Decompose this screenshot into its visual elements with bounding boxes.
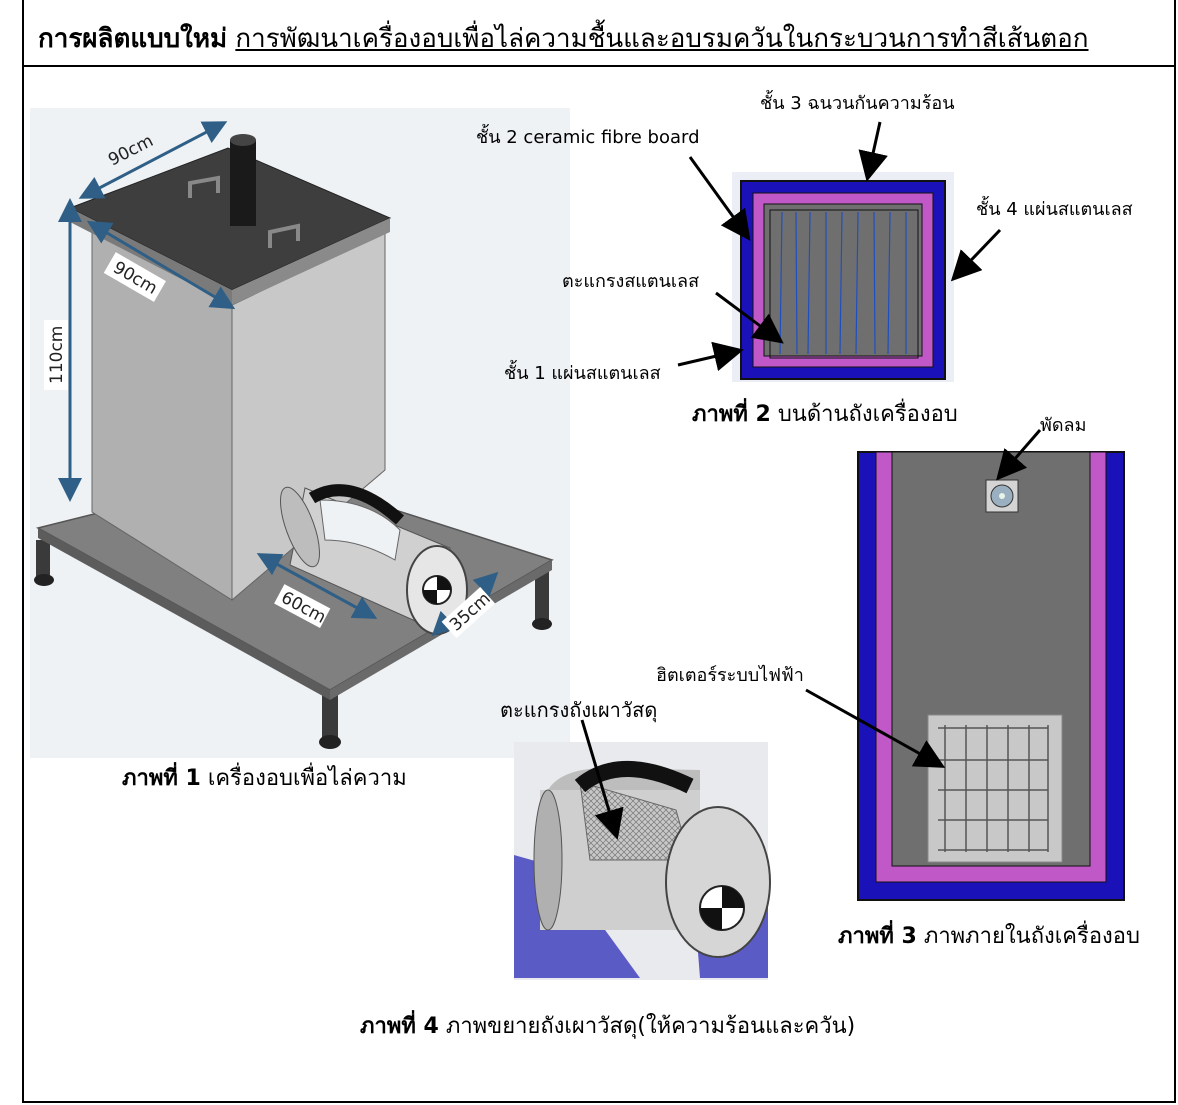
label-layer4: ชั้น 4 แผ่นสแตนเลส (976, 199, 1133, 220)
caption-figure3: ภาพที่ 3 ภาพภายในถังเครื่องอบ (838, 918, 1140, 953)
label-fan: พัดลม (1040, 415, 1087, 436)
caption-figure4-number: ภาพที่ 4 (360, 1014, 439, 1039)
caption-figure2-text: บนด้านถังเครื่องอบ (770, 402, 958, 427)
label-grate: ตะแกรงถังเผาวัสดุ (500, 698, 658, 722)
caption-figure1-text: เครื่องอบเพื่อไล่ความ (200, 766, 407, 791)
caption-figure4: ภาพที่ 4 ภาพขยายถังเผาวัสดุ(ให้ความร้อนแ… (360, 1008, 855, 1043)
stainless-grid-lines (779, 211, 907, 355)
fan-icon (985, 479, 1019, 513)
title-prefix: การผลิตแบบใหม่ (38, 24, 228, 54)
figure1-dryer-drawing: 90cm 90cm 110cm 60cm 35cm (30, 108, 570, 758)
label-heater: ฮิตเตอร์ระบบไฟฟ้า (656, 665, 804, 686)
page-frame (22, 0, 1176, 1103)
figure2-top-view (677, 121, 1002, 382)
dim-height: 110cm (47, 326, 67, 384)
label-layer1: ชั้น 1 แผ่นสแตนเลส (504, 363, 661, 384)
layer-1-inner (763, 203, 923, 357)
caption-figure2-number: ภาพที่ 2 (692, 402, 771, 427)
page-title: การผลิตแบบใหม่ การพัฒนาเครื่องอบเพื่อไล่… (38, 18, 1089, 59)
caption-figure2: ภาพที่ 2 บนด้านถังเครื่องอบ (692, 396, 958, 431)
caption-figure3-number: ภาพที่ 3 (838, 924, 917, 949)
label-grid: ตะแกรงสแตนเลส (562, 271, 700, 292)
caption-figure3-text: ภาพภายในถังเครื่องอบ (916, 924, 1140, 949)
title-text: การพัฒนาเครื่องอบเพื่อไล่ความชื้นและอบรม… (235, 24, 1089, 54)
caption-figure1-number: ภาพที่ 1 (122, 766, 201, 791)
header-divider (22, 65, 1176, 67)
heater-icon (927, 714, 1063, 863)
label-layer2: ชั้น 2 ceramic fibre board (476, 127, 700, 148)
figure3-interior-view (805, 429, 1125, 901)
label-layer3: ชั้น 3 ฉนวนกันความร้อน (760, 93, 955, 114)
caption-figure4-text: ภาพขยายถังเผาวัสดุ(ให้ความร้อนและควัน) (438, 1014, 856, 1039)
figure4-drum-zoom (514, 719, 771, 980)
caption-figure1: ภาพที่ 1 เครื่องอบเพื่อไล่ความ (122, 760, 407, 795)
